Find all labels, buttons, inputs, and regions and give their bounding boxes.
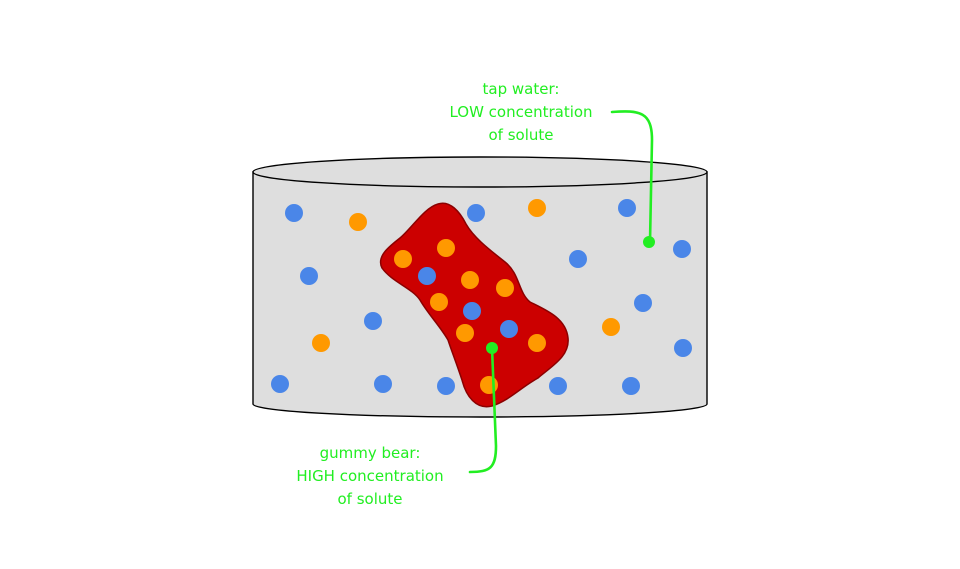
gummy-bear-leader bbox=[468, 346, 498, 474]
solute-particle-icon bbox=[528, 199, 546, 217]
water-particles bbox=[271, 199, 692, 395]
water-molecule-icon bbox=[364, 312, 382, 330]
water-molecule-icon bbox=[271, 375, 289, 393]
water-molecule-icon bbox=[549, 377, 567, 395]
water-molecule-icon bbox=[569, 250, 587, 268]
gummy-bear-label-line-3: of solute bbox=[337, 490, 403, 508]
water-molecule-icon bbox=[622, 377, 640, 395]
water-molecule-icon bbox=[500, 320, 518, 338]
tap-water-label-line-2: LOW concentration bbox=[449, 103, 593, 121]
solute-particle-icon bbox=[437, 239, 455, 257]
tap-water-label-line-1: tap water: bbox=[482, 80, 560, 98]
tap-water-label: tap water: LOW concentration of solute bbox=[426, 78, 616, 147]
water-molecule-icon bbox=[300, 267, 318, 285]
water-molecule-icon bbox=[634, 294, 652, 312]
water-molecule-icon bbox=[463, 302, 481, 320]
gummy-bear-callout bbox=[468, 342, 498, 474]
water-molecule-icon bbox=[673, 240, 691, 258]
water-molecule-icon bbox=[674, 339, 692, 357]
tap-water-leader bbox=[610, 110, 654, 244]
solute-particle-icon bbox=[528, 334, 546, 352]
gummy-bear-pointer-dot bbox=[486, 342, 498, 354]
water-molecule-icon bbox=[618, 199, 636, 217]
tap-water-pointer-dot bbox=[643, 236, 655, 248]
solute-particle-icon bbox=[394, 250, 412, 268]
container-rim bbox=[252, 156, 708, 188]
solute-particle-icon bbox=[480, 376, 498, 394]
solute-particle-icon bbox=[312, 334, 330, 352]
solute-particle-icon bbox=[456, 324, 474, 342]
tap-water-callout bbox=[610, 110, 655, 248]
solute-particle-icon bbox=[430, 293, 448, 311]
solute-particle-icon bbox=[461, 271, 479, 289]
water-molecule-icon bbox=[285, 204, 303, 222]
gummy-bear-label-line-1: gummy bear: bbox=[319, 444, 421, 462]
tap-water-label-line-3: of solute bbox=[488, 126, 554, 144]
solute-particle-icon bbox=[602, 318, 620, 336]
solute-particle-icon bbox=[496, 279, 514, 297]
solute-particle-icon bbox=[349, 213, 367, 231]
water-molecule-icon bbox=[418, 267, 436, 285]
gummy-bear-label: gummy bear: HIGH concentration of solute bbox=[272, 442, 468, 511]
gummy-particles bbox=[394, 239, 546, 394]
water-molecule-icon bbox=[467, 204, 485, 222]
gummy-bear-label-line-2: HIGH concentration bbox=[296, 467, 444, 485]
water-molecule-icon bbox=[437, 377, 455, 395]
water-molecule-icon bbox=[374, 375, 392, 393]
